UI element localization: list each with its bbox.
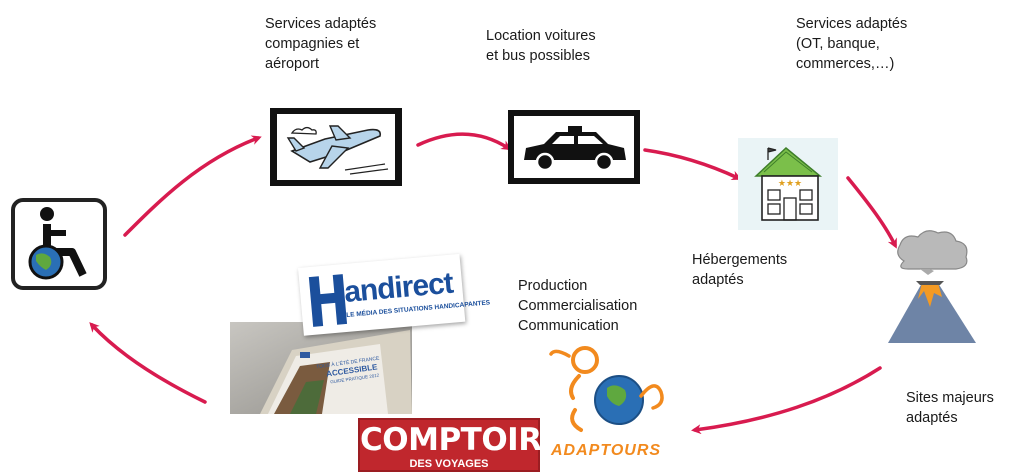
arrow-hotel-to-volcano: [846, 176, 897, 249]
label-adapted-services: Services adaptés (OT, banque, commerces,…: [796, 16, 908, 72]
handirect-logo: andirect LE MÉDIA DES SITUATIONS HANDICA…: [298, 253, 490, 336]
car-icon: [508, 110, 640, 184]
comptoir-logo: COMPTOIR DES VOYAGES: [358, 418, 542, 472]
plane-icon: [270, 108, 402, 186]
svg-text:★★★: ★★★: [778, 179, 802, 189]
wheelchair-icon: [10, 197, 108, 291]
volcano-icon: [880, 225, 980, 350]
hotel-icon: ★★★: [738, 138, 838, 230]
label-airport-services: Services adaptés compagnies et aéroport: [265, 16, 377, 72]
label-lodging: Hébergements adaptés: [692, 252, 788, 288]
arrow-partners-to-user: [89, 322, 207, 404]
guide-photo: TOUS À L'ÉTÉ DE FRANCE ACCESSIBLE GUIDE …: [230, 322, 412, 414]
arrow-volcano-to-partners: [691, 366, 882, 435]
label-major-sites: Sites majeurs adaptés: [906, 390, 994, 426]
arrow-plane-to-car: [416, 132, 512, 151]
adaptours-name: ADAPTOURS: [551, 442, 662, 459]
adaptours-logo: ADAPTOURS: [545, 338, 675, 472]
comptoir-sub: DES VOYAGES: [409, 458, 489, 470]
label-car-rental: Location voitures et bus possibles: [486, 28, 596, 64]
comptoir-name: COMPTOIR: [360, 422, 542, 458]
arrow-user-to-plane: [123, 135, 262, 237]
arrow-car-to-hotel: [643, 148, 742, 181]
label-production: Production Commercialisation Communicati…: [518, 278, 638, 334]
